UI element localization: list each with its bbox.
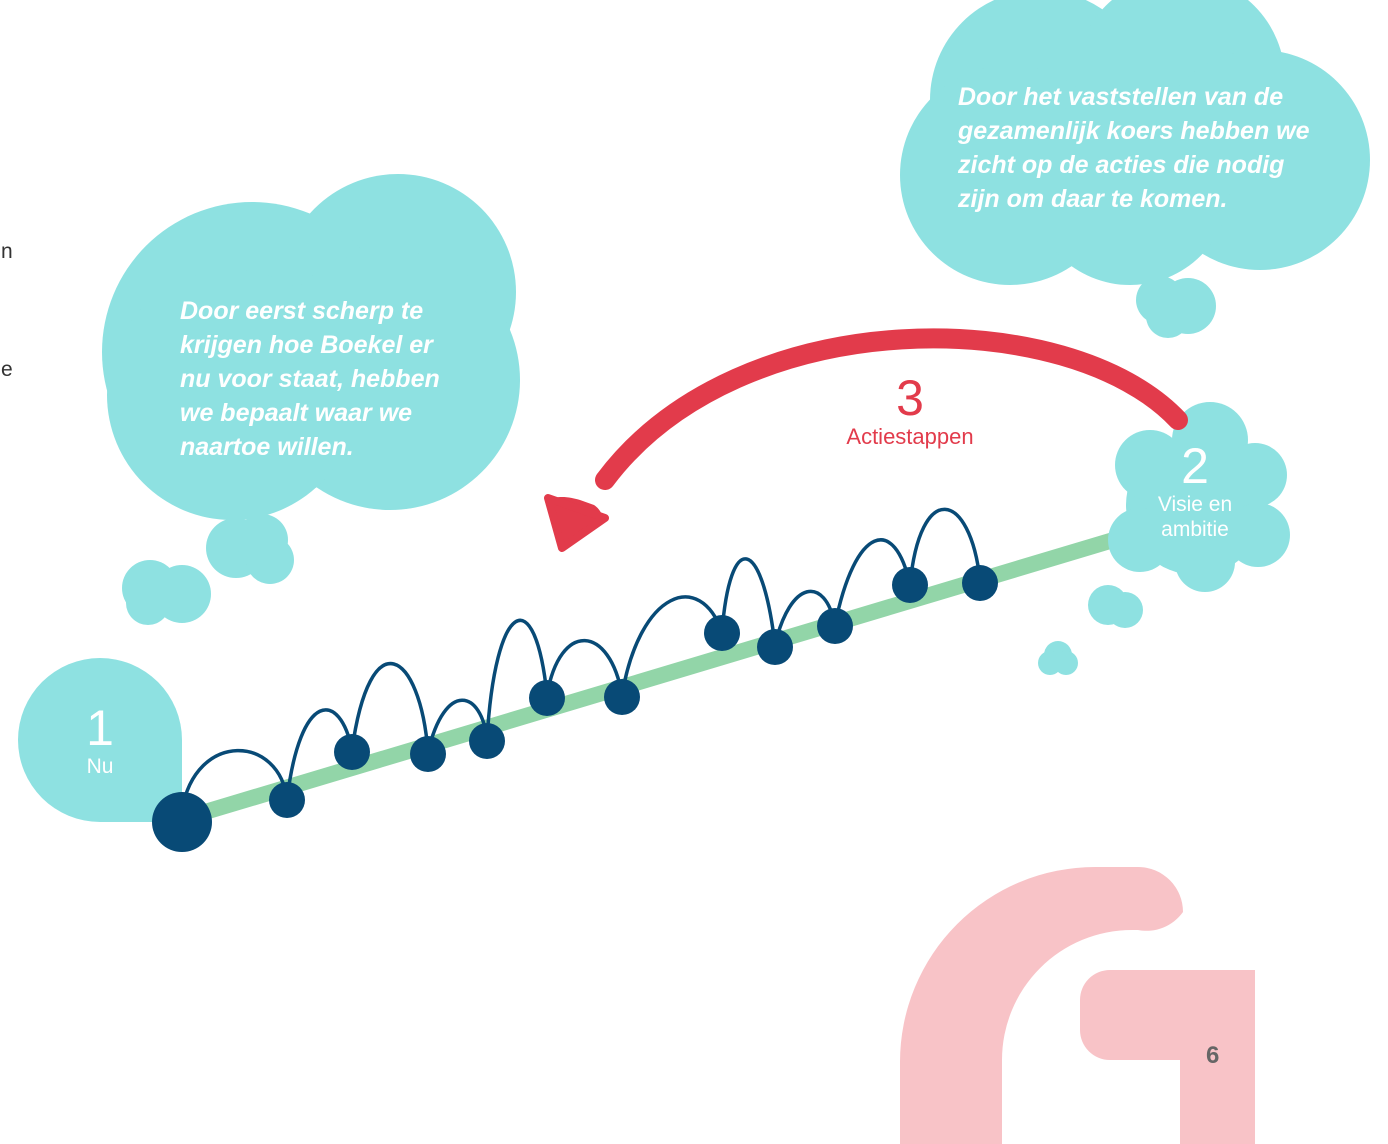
thought-left-line: nu voor staat, hebben — [180, 362, 440, 396]
thought-bubble-small-left — [122, 514, 294, 625]
thought-left-line: naartoe willen. — [180, 430, 440, 464]
page-number: 6 — [1206, 1042, 1219, 1070]
step1-number: 1 — [60, 702, 140, 754]
thought-right-text: Door het vaststellen van de gezamenlijk … — [958, 80, 1310, 216]
g-logo-bar — [1080, 970, 1255, 1144]
edge-text-fragment-2: e — [1, 358, 13, 382]
thought-left-text: Door eerst scherp te krijgen hoe Boekel … — [180, 294, 440, 464]
step2-number: 2 — [1135, 440, 1255, 492]
step2-text-line2: ambitie — [1135, 517, 1255, 542]
step3-text: Actiestappen — [820, 424, 1000, 449]
g-logo-mark — [900, 867, 1255, 1144]
thought-left-line: we bepaalt waar we — [180, 396, 440, 430]
hop-arcs — [182, 509, 980, 810]
edge-text-fragment-1: n — [1, 240, 13, 264]
thought-right-line: zicht op de acties die nodig — [958, 148, 1310, 182]
thought-left-line: Door eerst scherp te — [180, 294, 440, 328]
thought-right-line: Door het vaststellen van de — [958, 80, 1310, 114]
thought-left-line: krijgen hoe Boekel er — [180, 328, 440, 362]
step1-label: 1 Nu — [60, 702, 140, 779]
step2-label: 2 Visie en ambitie — [1135, 440, 1255, 542]
thought-right-line: gezamenlijk koers hebben we — [958, 114, 1310, 148]
step3-number: 3 — [820, 372, 1000, 424]
step1-text: Nu — [60, 754, 140, 779]
step2-text-line1: Visie en — [1135, 492, 1255, 517]
thought-right-line: zijn om daar te komen. — [958, 182, 1310, 216]
step3-label: 3 Actiestappen — [820, 372, 1000, 449]
